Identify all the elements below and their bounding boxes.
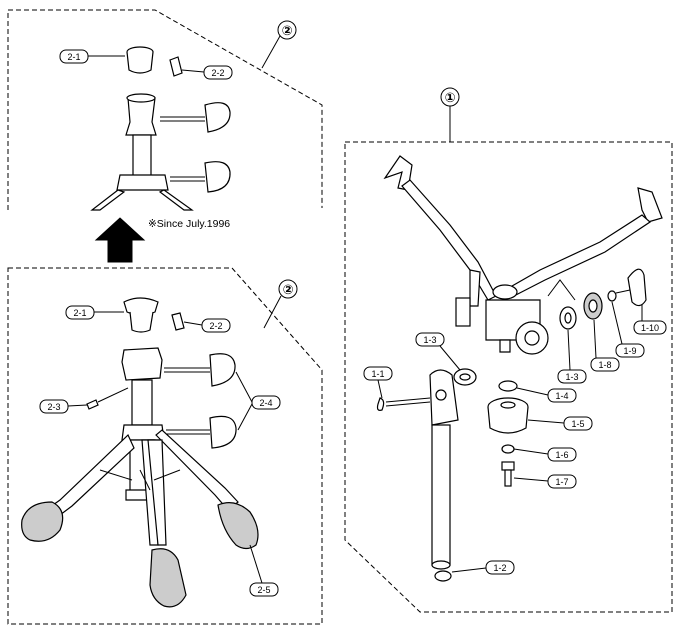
top-group-mark: ② <box>281 24 292 39</box>
bottom-group-mark-circle <box>278 279 298 299</box>
top-wing-bolt-1 <box>160 102 231 133</box>
svg-text:1-10: 1-10 <box>641 323 659 333</box>
callout-1-4: 1-4 <box>516 387 577 403</box>
top-wing-bolt-2 <box>170 161 231 193</box>
main-group-mark: ① <box>444 91 455 106</box>
callout-bottom-2-4: 2-4 <box>235 371 281 431</box>
part-1-4-washer <box>498 380 518 392</box>
part-1-7-screw <box>501 461 515 487</box>
top-panel-dashed-border <box>7 9 323 210</box>
up-arrow-icon <box>94 217 146 263</box>
part-1-10-wing-bolt <box>615 268 647 307</box>
svg-text:2-2: 2-2 <box>209 321 222 331</box>
svg-text:1-3: 1-3 <box>565 372 578 382</box>
svg-text:1-8: 1-8 <box>598 360 611 370</box>
bottom-wing-bolt-1 <box>164 353 236 387</box>
part-2-2-bottom <box>171 312 185 331</box>
bottom-panel-dashed-border <box>7 267 323 625</box>
top-leg-stub-right <box>158 189 194 211</box>
part-1-3-washer-right <box>559 306 577 330</box>
main-group-mark-circle <box>440 87 460 107</box>
pull-rod-assembly <box>376 369 459 582</box>
part-1-6-washer <box>501 444 515 454</box>
svg-text:1-6: 1-6 <box>555 450 568 460</box>
change-arrow <box>94 217 146 263</box>
callout-1-1: 1-1 <box>363 366 393 399</box>
svg-text:1-7: 1-7 <box>555 477 568 487</box>
part-1-3-washer-left <box>453 368 477 386</box>
callout-1-3-right: 1-3 <box>557 329 587 384</box>
top-leg-stub-left <box>90 189 126 211</box>
foot-center <box>149 548 187 608</box>
callout-bottom-2-1: 2-1 <box>65 305 124 320</box>
callout-top-2-1: 2-1 <box>59 49 125 64</box>
svg-text:1-3: 1-3 <box>423 335 436 345</box>
foot-right <box>217 502 259 550</box>
callout-top-2-2: 2-2 <box>181 65 233 80</box>
since-note: ※Since July.1996 <box>148 218 230 230</box>
callout-1-7: 1-7 <box>513 474 577 489</box>
callout-bottom-2-5: 2-5 <box>249 544 279 597</box>
callout-1-5: 1-5 <box>527 416 593 431</box>
top-upper-tube <box>116 93 169 191</box>
svg-text:1-1: 1-1 <box>371 369 384 379</box>
svg-text:2-4: 2-4 <box>259 398 272 408</box>
part-2-3-pin <box>86 399 99 410</box>
callout-bottom-2-2: 2-2 <box>183 318 231 333</box>
main-panel-dashed-border <box>344 141 673 613</box>
callout-1-3-left: 1-3 <box>415 332 461 371</box>
bottom-wing-bolt-2 <box>166 415 237 449</box>
svg-text:1-2: 1-2 <box>493 563 506 573</box>
part-1-2-ring <box>434 570 452 582</box>
part-1-9-washer <box>607 290 617 302</box>
svg-text:2-2: 2-2 <box>211 68 224 78</box>
svg-text:1-9: 1-9 <box>623 346 636 356</box>
part-2-2-top <box>169 56 183 77</box>
svg-text:2-1: 2-1 <box>73 308 86 318</box>
bottom-mark-leader <box>263 295 282 329</box>
top-mark-leader <box>261 35 281 69</box>
callout-1-6: 1-6 <box>513 447 577 462</box>
svg-text:1-4: 1-4 <box>555 391 568 401</box>
main-assembly-panel: ① <box>344 87 673 613</box>
svg-text:2-1: 2-1 <box>67 52 80 62</box>
part-2-1-bottom <box>123 297 159 333</box>
callout-1-9: 1-9 <box>611 301 645 358</box>
callout-bottom-2-3: 2-3 <box>39 399 88 414</box>
part-2-1-top <box>126 46 154 74</box>
svg-text:2-3: 2-3 <box>47 402 60 412</box>
bottom-group-mark: ② <box>282 283 293 298</box>
callout-1-8: 1-8 <box>590 319 620 372</box>
svg-text:2-5: 2-5 <box>257 585 270 595</box>
svg-text:1-5: 1-5 <box>571 419 584 429</box>
foot-left <box>21 501 64 542</box>
bottom-variant-panel: ② <box>7 267 323 625</box>
pin-leader <box>97 387 129 403</box>
callout-1-10: 1-10 <box>633 304 667 335</box>
snare-basket <box>383 155 663 355</box>
part-1-8-cam <box>583 292 603 320</box>
part-1-5-tension-knob <box>487 397 529 434</box>
top-group-mark-circle <box>277 20 297 40</box>
top-variant-panel: ② 2- <box>7 9 323 211</box>
callout-1-2: 1-2 <box>451 560 515 575</box>
